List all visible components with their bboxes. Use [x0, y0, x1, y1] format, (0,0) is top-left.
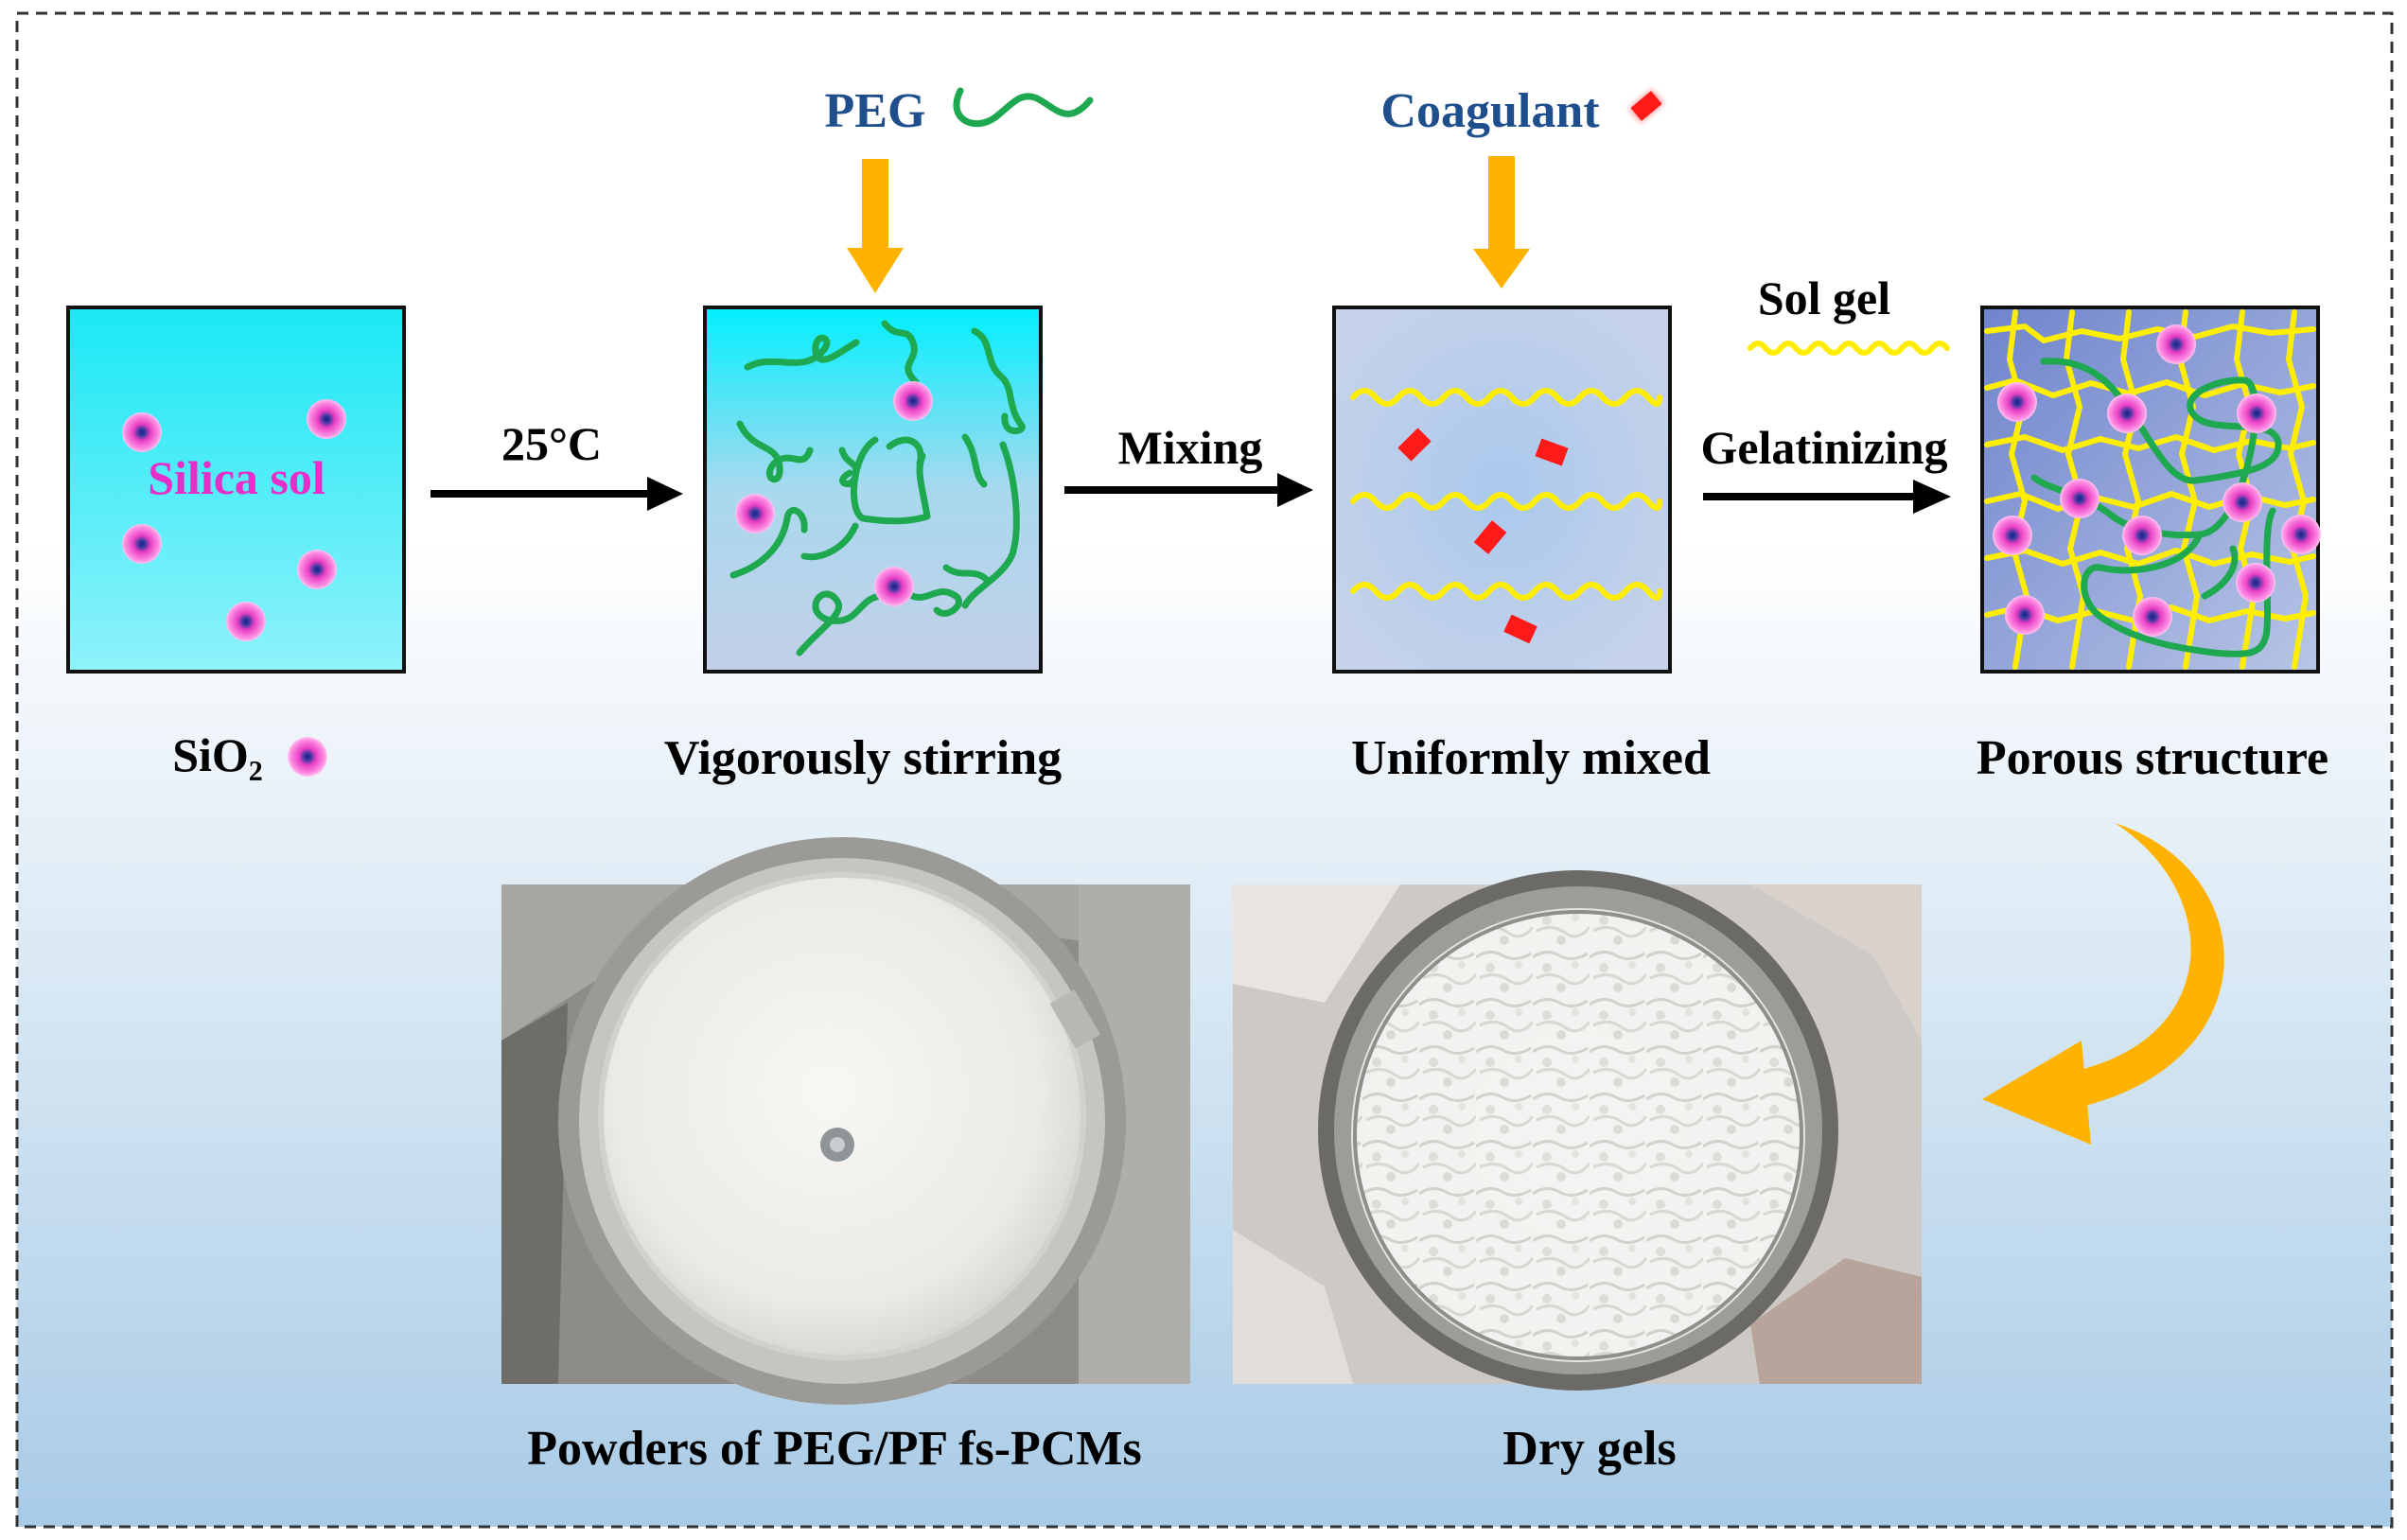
- coagulant-input: Coagulant: [1380, 84, 1664, 289]
- coagulant-arrow-head: [1473, 249, 1530, 289]
- porous-box: [1980, 306, 2321, 674]
- powders-photo: [501, 837, 1190, 1405]
- mixed-box: [1332, 306, 1672, 674]
- temperature-label: 25°C: [501, 417, 602, 470]
- sol-gel-icon: [1748, 341, 1950, 356]
- peg-chains: [729, 320, 1026, 656]
- coagulant-arrow-shaft: [1488, 156, 1515, 251]
- porous-structure-label: Porous structure: [1977, 731, 2328, 785]
- dry-gels-caption: Dry gels: [1502, 1422, 1676, 1476]
- sio2-particle-icon: [288, 737, 327, 777]
- background: [15, 11, 2394, 1529]
- dry-gels-photo: [1233, 870, 1922, 1391]
- sol-gel-label: Sol gel: [1758, 271, 1890, 324]
- coagulant-label: Coagulant: [1380, 84, 1600, 138]
- powders-caption: Powders of PEG/PF fs-PCMs: [527, 1422, 1141, 1476]
- arrow-25c: 25°C: [430, 417, 683, 511]
- sol-gel-chains: [1350, 388, 1662, 601]
- coagulant-icon: [1628, 89, 1664, 123]
- arrow-mixing: Mixing: [1064, 421, 1313, 507]
- peg-chain-icon: [953, 87, 1094, 128]
- arrow-gelatinizing: Gelatinizing: [1700, 421, 1951, 514]
- silica-sol-box: Silica sol: [66, 306, 406, 674]
- coagulant-particles: [1397, 428, 1569, 644]
- sio2-legend: SiO₂: [172, 728, 327, 781]
- peg-arrow-shaft: [862, 159, 888, 250]
- silica-sol-label: Silica sol: [148, 451, 325, 504]
- silica-particles-porous: [1993, 324, 2321, 637]
- peg-input: PEG: [825, 84, 1094, 293]
- mixing-label: Mixing: [1118, 421, 1263, 474]
- peg-arrow-head: [847, 248, 904, 293]
- silica-particles-stirring: [735, 381, 933, 606]
- curved-return-arrow: [1982, 823, 2224, 1145]
- peg-label: PEG: [825, 84, 926, 138]
- stirring-box: [703, 306, 1043, 674]
- sol-gel-legend: Sol gel: [1748, 271, 1950, 356]
- sio2-label: SiO₂: [172, 728, 263, 781]
- uniformly-mixed-label: Uniformly mixed: [1351, 731, 1711, 785]
- silica-particles: [122, 399, 346, 641]
- gelatinizing-label: Gelatinizing: [1700, 421, 1947, 474]
- vigorously-stirring-label: Vigorously stirring: [664, 731, 1062, 785]
